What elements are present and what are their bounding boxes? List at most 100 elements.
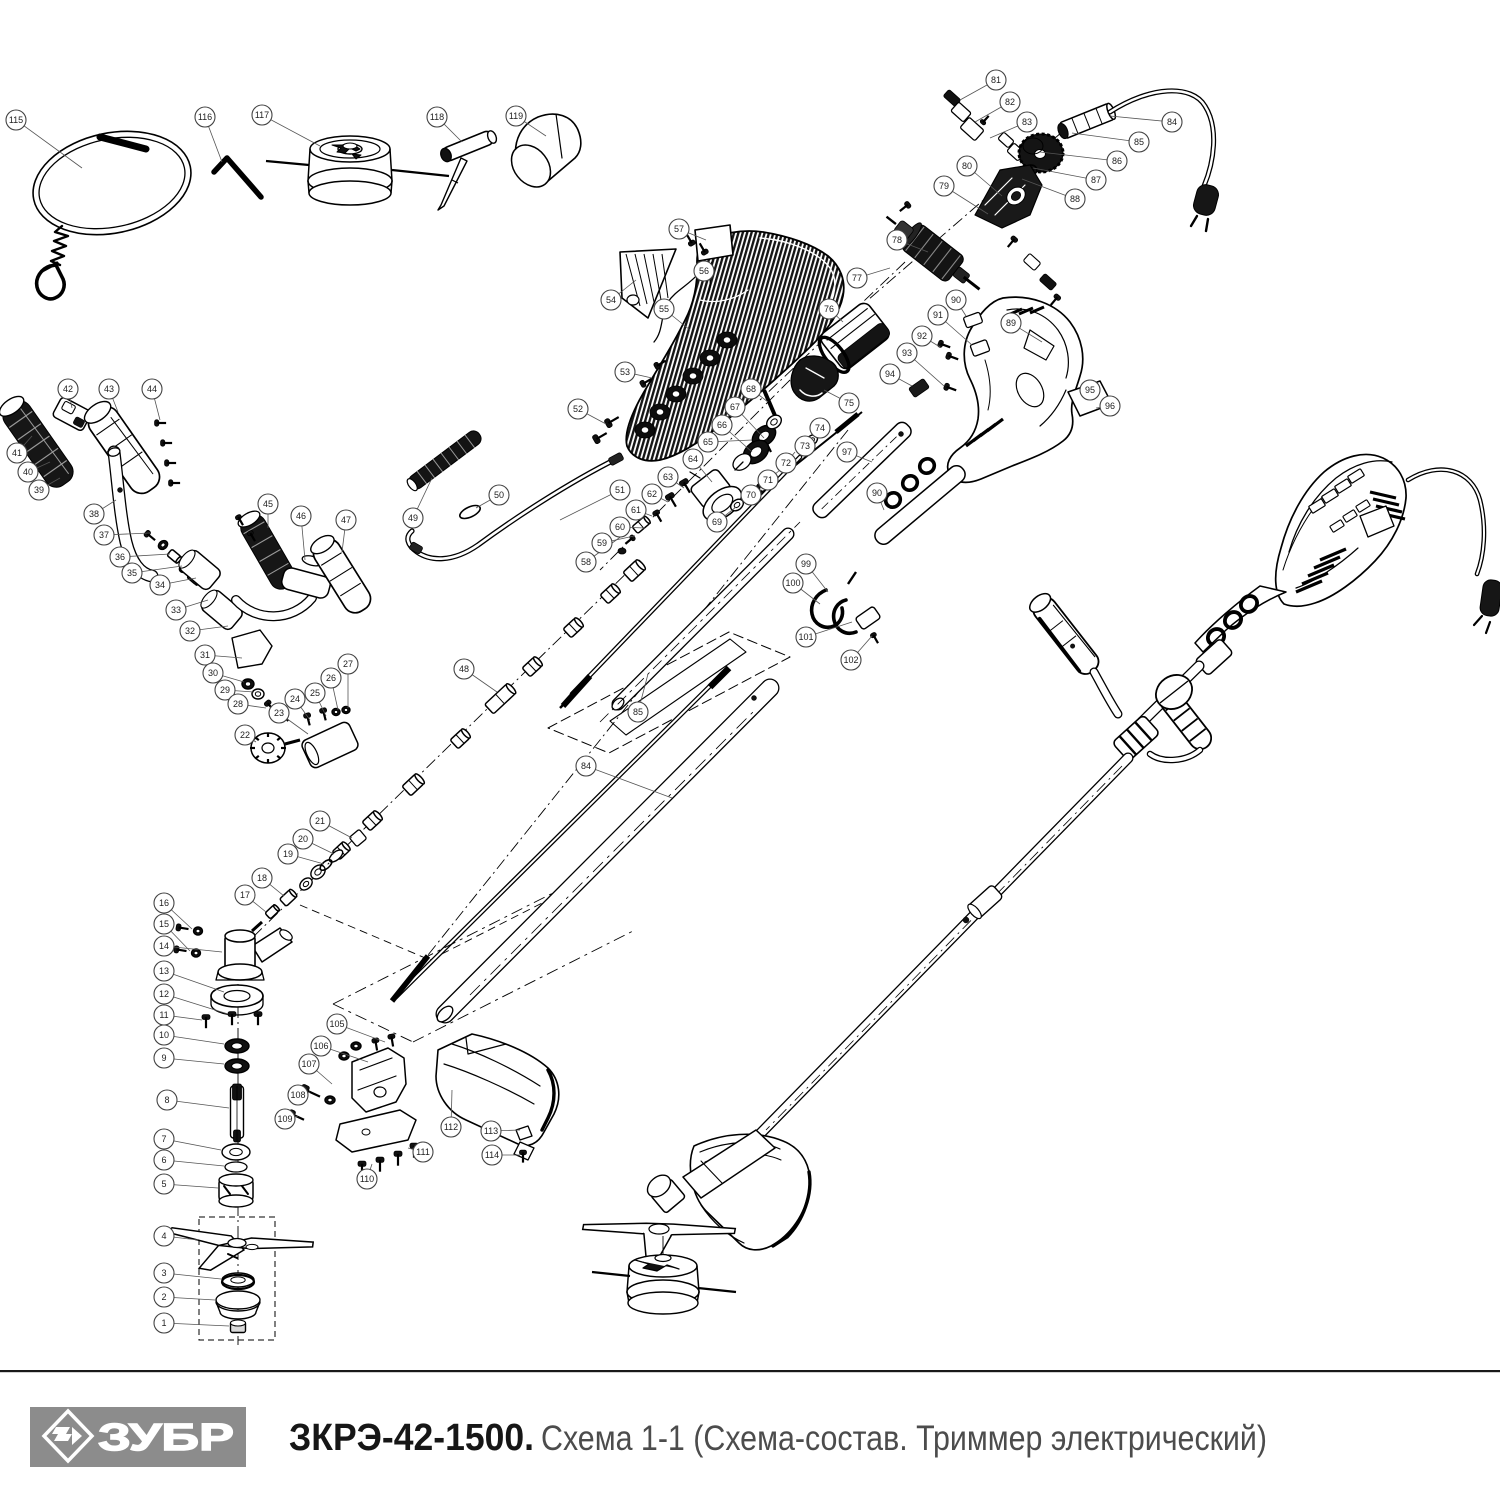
svg-text:33: 33 — [171, 605, 181, 615]
svg-text:83: 83 — [1022, 117, 1032, 127]
svg-text:48: 48 — [459, 664, 469, 674]
svg-text:43: 43 — [104, 384, 114, 394]
svg-text:70: 70 — [746, 490, 756, 500]
svg-text:94: 94 — [885, 369, 895, 379]
svg-text:40: 40 — [23, 467, 33, 477]
svg-text:119: 119 — [509, 111, 523, 121]
svg-text:ЗКРЭ-42-1500.: ЗКРЭ-42-1500. — [289, 1417, 534, 1459]
svg-text:50: 50 — [494, 490, 504, 500]
svg-text:52: 52 — [573, 404, 583, 414]
svg-text:12: 12 — [159, 989, 169, 999]
svg-text:111: 111 — [416, 1147, 430, 1157]
svg-text:42: 42 — [63, 384, 73, 394]
svg-text:8: 8 — [164, 1095, 169, 1105]
svg-text:63: 63 — [663, 472, 673, 482]
svg-text:39: 39 — [34, 485, 44, 495]
svg-text:19: 19 — [283, 849, 293, 859]
svg-text:77: 77 — [852, 273, 862, 283]
svg-text:64: 64 — [688, 454, 698, 464]
svg-text:102: 102 — [843, 655, 858, 665]
svg-text:41: 41 — [12, 448, 22, 458]
svg-text:10: 10 — [159, 1030, 169, 1040]
svg-text:109: 109 — [277, 1114, 292, 1124]
svg-text:1: 1 — [161, 1318, 166, 1328]
svg-text:11: 11 — [159, 1010, 168, 1020]
svg-text:108: 108 — [290, 1090, 305, 1100]
svg-text:92: 92 — [917, 331, 927, 341]
svg-text:38: 38 — [89, 509, 99, 519]
svg-text:13: 13 — [159, 966, 169, 976]
svg-text:99: 99 — [801, 559, 811, 569]
svg-text:91: 91 — [933, 310, 943, 320]
svg-text:6: 6 — [161, 1155, 166, 1165]
svg-text:96: 96 — [1105, 401, 1115, 411]
svg-text:78: 78 — [892, 235, 902, 245]
svg-text:93: 93 — [902, 348, 912, 358]
svg-text:79: 79 — [939, 181, 949, 191]
svg-text:23: 23 — [274, 708, 284, 718]
svg-text:16: 16 — [159, 898, 169, 908]
svg-text:Схема 1-1 (Схема-состав. Тримм: Схема 1-1 (Схема-состав. Триммер электри… — [541, 1419, 1267, 1458]
svg-text:44: 44 — [147, 384, 157, 394]
svg-text:14: 14 — [159, 941, 169, 951]
svg-text:15: 15 — [159, 919, 169, 929]
svg-text:4: 4 — [161, 1231, 166, 1241]
svg-text:107: 107 — [301, 1059, 316, 1069]
svg-text:71: 71 — [763, 475, 773, 485]
svg-text:73: 73 — [800, 441, 810, 451]
svg-text:101: 101 — [798, 632, 813, 642]
svg-text:82: 82 — [1005, 97, 1015, 107]
svg-text:65: 65 — [703, 437, 713, 447]
svg-text:81: 81 — [991, 75, 1001, 85]
svg-text:68: 68 — [746, 384, 756, 394]
svg-text:9: 9 — [161, 1053, 166, 1063]
svg-text:100: 100 — [785, 578, 800, 588]
svg-text:86: 86 — [1112, 156, 1122, 166]
svg-text:59: 59 — [597, 538, 607, 548]
svg-text:67: 67 — [730, 402, 740, 412]
svg-text:ЗУБР: ЗУБР — [98, 1417, 234, 1459]
svg-text:47: 47 — [341, 515, 351, 525]
svg-text:45: 45 — [263, 499, 273, 509]
svg-text:17: 17 — [240, 890, 250, 900]
svg-text:115: 115 — [9, 115, 23, 125]
svg-text:97: 97 — [842, 447, 852, 457]
svg-text:36: 36 — [115, 552, 125, 562]
svg-text:51: 51 — [615, 485, 625, 495]
svg-text:54: 54 — [606, 295, 616, 305]
svg-text:88: 88 — [1070, 194, 1080, 204]
svg-text:74: 74 — [815, 423, 825, 433]
svg-text:21: 21 — [315, 816, 325, 826]
svg-text:18: 18 — [257, 873, 267, 883]
svg-text:55: 55 — [659, 304, 669, 314]
svg-text:31: 31 — [200, 650, 210, 660]
svg-text:46: 46 — [296, 511, 306, 521]
svg-text:80: 80 — [962, 161, 972, 171]
svg-text:57: 57 — [674, 224, 684, 234]
svg-text:106: 106 — [313, 1041, 328, 1051]
svg-text:90: 90 — [872, 488, 882, 498]
svg-text:84: 84 — [1167, 117, 1177, 127]
svg-text:116: 116 — [198, 112, 212, 122]
svg-text:56: 56 — [699, 266, 709, 276]
svg-text:118: 118 — [430, 112, 444, 122]
svg-text:85: 85 — [633, 707, 643, 717]
svg-text:35: 35 — [127, 568, 137, 578]
svg-text:61: 61 — [631, 505, 641, 515]
svg-text:22: 22 — [240, 730, 250, 740]
svg-text:110: 110 — [360, 1174, 374, 1184]
svg-text:5: 5 — [161, 1179, 166, 1189]
svg-text:60: 60 — [615, 522, 625, 532]
svg-text:112: 112 — [444, 1122, 458, 1132]
svg-text:7: 7 — [161, 1134, 166, 1144]
svg-text:29: 29 — [220, 685, 230, 695]
svg-text:117: 117 — [255, 110, 269, 120]
svg-text:76: 76 — [824, 304, 834, 314]
svg-text:30: 30 — [208, 668, 218, 678]
svg-text:85: 85 — [1134, 137, 1144, 147]
svg-text:37: 37 — [99, 530, 109, 540]
svg-text:75: 75 — [844, 398, 854, 408]
svg-text:114: 114 — [485, 1150, 499, 1160]
svg-text:113: 113 — [484, 1126, 498, 1136]
svg-text:95: 95 — [1085, 385, 1095, 395]
